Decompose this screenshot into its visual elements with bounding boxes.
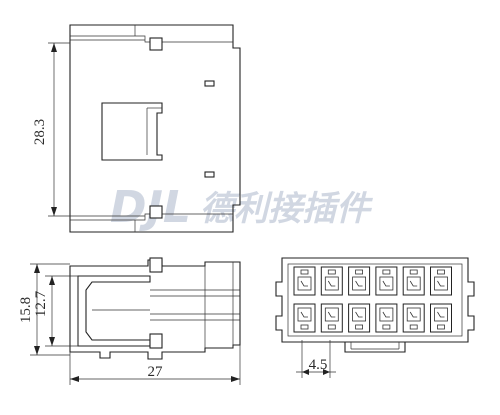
cavity: [293, 303, 316, 333]
cavity: [320, 303, 343, 333]
dimension-4-5: 4.5: [296, 340, 336, 378]
slot-lower: [204, 171, 215, 178]
front-housing: [275, 257, 475, 343]
cavity: [430, 266, 452, 296]
watermark: DJL 德利接插件: [110, 182, 374, 233]
dimension-27: 27: [69, 345, 241, 385]
cavity: [348, 266, 371, 296]
top-latch-tab: [149, 37, 163, 51]
bottom-latch-tab: [149, 205, 163, 219]
cavity: [430, 303, 452, 333]
dimension-15-8: 15.8: [18, 263, 70, 356]
side-latch-arm: [77, 275, 151, 347]
top-view-body: [69, 24, 241, 233]
top-view: 28.3: [32, 24, 241, 233]
slot-upper: [204, 80, 215, 87]
top-view-upper-rail: [70, 35, 233, 43]
top-view-lower-rail: [70, 213, 233, 221]
side-view: 15.8 12.7 27: [18, 257, 241, 385]
dim-label-12-7: 12.7: [33, 290, 49, 317]
front-bottom-latch: [344, 342, 406, 353]
lock-window: [101, 102, 163, 161]
dim-label-28-3: 28.3: [32, 119, 48, 145]
cavity: [375, 303, 398, 333]
cavity: [320, 266, 343, 296]
side-bottom-tab: [149, 333, 163, 349]
side-top-tab: [149, 257, 163, 273]
cavity: [402, 266, 425, 296]
cavity: [348, 303, 371, 333]
cavity: [375, 266, 398, 296]
front-cavities: [293, 266, 452, 333]
watermark-chinese: 德利接插件: [200, 189, 374, 229]
dim-label-15-8: 15.8: [18, 297, 34, 323]
cavity: [293, 266, 316, 296]
dimension-12-7: 12.7: [33, 275, 78, 347]
dim-label-27: 27: [148, 364, 164, 380]
dim-label-4-5: 4.5: [309, 357, 328, 373]
front-view: 4.5: [275, 257, 475, 378]
cavity: [402, 303, 425, 333]
dimension-28-3: 28.3: [32, 42, 70, 217]
